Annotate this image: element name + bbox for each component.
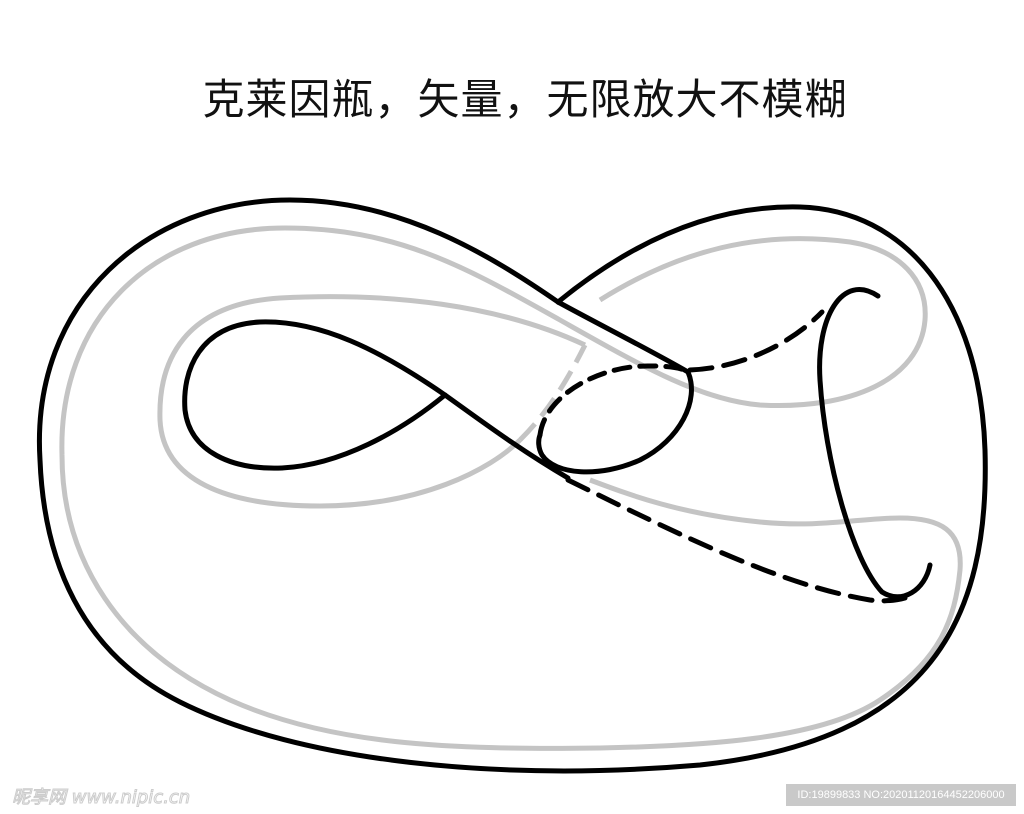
dashed-lower-line <box>565 477 908 604</box>
dashed-upper-line <box>687 309 825 373</box>
watermark-id: ID:19899833 NO:20201120164452206000 <box>786 784 1016 806</box>
tube-opening-solid <box>536 369 694 475</box>
tube-lower-edge <box>442 392 571 481</box>
gray-inner-loop <box>157 294 587 509</box>
inner-left-lobe <box>182 319 448 471</box>
watermark-site: 昵享网 www.nipic.cn <box>11 787 191 809</box>
gray-bottom-contour <box>59 454 963 751</box>
tube-upper-edge <box>555 299 691 375</box>
right-mouth-curve <box>817 287 933 600</box>
gray-guide-lines <box>59 225 963 751</box>
tube-opening-dashed <box>537 363 691 438</box>
gray-outer-contour <box>59 225 928 456</box>
outer-contour <box>36 197 988 774</box>
black-contours <box>36 197 988 774</box>
gray-dashed-segment <box>518 343 588 442</box>
title: 克莱因瓶，矢量，无限放大不模糊 <box>202 75 848 124</box>
